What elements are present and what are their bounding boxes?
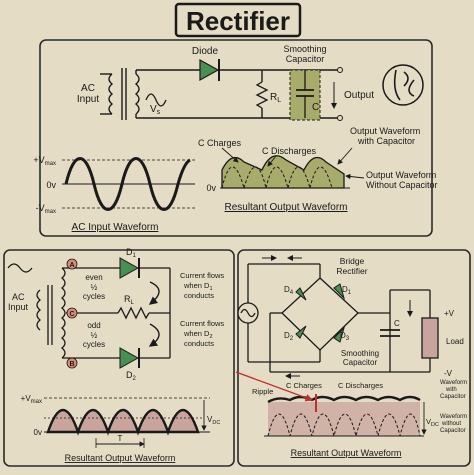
- svg-text:Rectifier: Rectifier: [336, 266, 367, 276]
- bridge-caption: Resultant Output Waveform: [291, 448, 402, 458]
- bridge-diodes: [295, 283, 346, 343]
- svg-text:odd: odd: [87, 321, 100, 330]
- svg-text:cycles: cycles: [83, 340, 105, 349]
- page-title: Rectifier: [186, 6, 290, 36]
- bridge-panel-border: [237, 249, 471, 467]
- svg-text:0v: 0v: [206, 183, 216, 193]
- svg-text:D4: D4: [284, 285, 294, 296]
- center-tap-panel-border: [3, 249, 235, 467]
- svg-text:Smoothing: Smoothing: [341, 349, 379, 358]
- ct-diode-d1: D1: [119, 247, 170, 279]
- svg-text:D3: D3: [340, 331, 350, 342]
- svg-text:C Charges: C Charges: [286, 381, 322, 390]
- top-resultant-caption: Resultant Output Waveform: [224, 202, 347, 213]
- svg-text:Capacitor: Capacitor: [440, 428, 466, 434]
- output-label: Output: [344, 90, 374, 101]
- bridge-labels: D4 D1 D3 D2 C Smoothing Capacitor +V -V …: [284, 285, 464, 378]
- diode-label: Diode: [192, 46, 219, 57]
- svg-text:conducts: conducts: [184, 339, 214, 348]
- svg-text:-V: -V: [444, 369, 453, 378]
- top-sine-source: Vs: [145, 93, 167, 116]
- svg-text:Smoothing: Smoothing: [283, 44, 326, 54]
- bridge-circuit: [237, 263, 439, 373]
- svg-text:even: even: [85, 273, 102, 282]
- svg-text:0v: 0v: [46, 180, 56, 190]
- ct-cycle-labels: even ½ cycles odd ½ cycles: [83, 273, 105, 349]
- svg-text:Bridge: Bridge: [340, 256, 365, 266]
- svg-text:Ripple: Ripple: [252, 387, 273, 396]
- svg-text:A: A: [69, 262, 74, 269]
- bridge-output-waveform: [235, 371, 427, 437]
- svg-text:B: B: [69, 361, 74, 368]
- bridge-waveform-labels: Ripple C Charges C Discharges VDC Wavefo…: [252, 380, 467, 458]
- svg-text:0v: 0v: [34, 428, 42, 437]
- svg-text:D2: D2: [284, 331, 294, 342]
- top-output-terminals: Output: [331, 67, 374, 121]
- svg-text:C Discharges: C Discharges: [262, 146, 317, 156]
- svg-text:with Capacitor: with Capacitor: [357, 136, 415, 146]
- logo: [382, 64, 424, 106]
- svg-text:RL: RL: [270, 92, 281, 104]
- svg-text:C Charges: C Charges: [198, 138, 242, 148]
- svg-text:D1: D1: [126, 247, 137, 259]
- bridge-current-arrows: [262, 255, 413, 379]
- svg-text:Capacitor: Capacitor: [440, 394, 466, 400]
- svg-text:-Vmax: -Vmax: [36, 203, 56, 215]
- ct-load-resistor: RL: [100, 268, 171, 358]
- svg-text:Current flows: Current flows: [180, 271, 224, 280]
- svg-text:when D2: when D2: [183, 329, 213, 340]
- svg-text:Waveform: Waveform: [440, 414, 467, 420]
- svg-text:½: ½: [91, 283, 98, 292]
- ct-output-waveform: +Vmax 0v VDC T Resultant Output Waveform: [21, 394, 221, 463]
- svg-text:+Vmax: +Vmax: [21, 394, 42, 405]
- svg-text:Output Waveform: Output Waveform: [350, 126, 420, 136]
- ct-diode-d2: D2: [119, 347, 170, 382]
- title-box: Rectifier: [174, 2, 302, 38]
- svg-text:with: with: [445, 387, 457, 393]
- svg-text:+V: +V: [444, 309, 455, 318]
- top-panel-border: [39, 39, 433, 237]
- ct-caption: Resultant Output Waveform: [65, 453, 176, 463]
- svg-text:Vs: Vs: [150, 104, 161, 116]
- svg-text:Output Waveform: Output Waveform: [366, 170, 436, 180]
- svg-text:Waveform: Waveform: [440, 380, 467, 386]
- ct-current-flow-notes: Current flows when D1 conducts Current f…: [180, 271, 224, 348]
- svg-text:D1: D1: [342, 285, 352, 296]
- ac-input-caption: AC Input Waveform: [72, 222, 159, 233]
- svg-text:conducts: conducts: [184, 291, 214, 300]
- top-smoothing-capacitor: C Smoothing Capacitor: [262, 44, 340, 121]
- svg-text:VDC: VDC: [426, 417, 439, 428]
- svg-text:Capacitor: Capacitor: [343, 358, 378, 367]
- svg-text:T: T: [118, 434, 123, 443]
- ct-markers: A C B: [66, 258, 78, 369]
- ac-input-waveform: +Vmax 0v -Vmax AC Input Waveform: [33, 155, 195, 233]
- top-transformer: [100, 68, 262, 120]
- svg-text:C: C: [312, 102, 319, 113]
- svg-text:Capacitor: Capacitor: [286, 54, 325, 64]
- svg-text:Current flows: Current flows: [180, 319, 224, 328]
- svg-text:cycles: cycles: [83, 292, 105, 301]
- top-load-resistor: RL: [255, 70, 281, 118]
- svg-text:Load: Load: [446, 337, 464, 346]
- svg-text:+Vmax: +Vmax: [33, 155, 56, 167]
- svg-text:C Discharges: C Discharges: [338, 381, 383, 390]
- top-diode: Diode: [192, 46, 262, 82]
- svg-text:½: ½: [91, 331, 98, 340]
- svg-text:without: without: [441, 421, 461, 427]
- svg-text:C: C: [394, 319, 400, 328]
- svg-text:C: C: [69, 311, 74, 318]
- top-resultant-waveform: 0v C Charges C Discharges Output Wavefor…: [198, 126, 438, 213]
- svg-text:when D1: when D1: [183, 281, 213, 292]
- svg-text:Without Capacitor: Without Capacitor: [366, 180, 438, 190]
- svg-text:RL: RL: [124, 294, 135, 306]
- svg-text:VDC: VDC: [207, 415, 220, 426]
- svg-text:D2: D2: [126, 370, 137, 382]
